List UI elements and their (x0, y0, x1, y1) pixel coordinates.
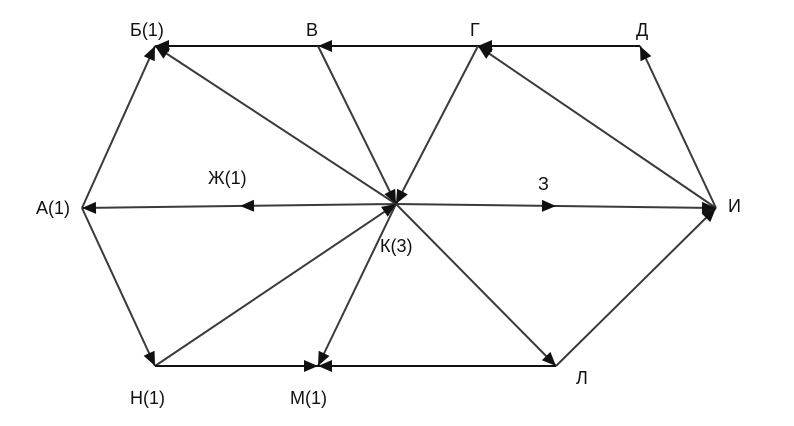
edge-k-m (317, 203, 397, 367)
arrowheads-layer (82, 40, 716, 372)
node-label-k: К(3) (380, 236, 412, 256)
edge-a-b (81, 45, 156, 209)
arrowhead-k-b (155, 46, 170, 59)
edge-v-k (317, 45, 397, 205)
edge-i-g (477, 45, 717, 209)
arrowhead-k-a (82, 201, 97, 214)
arrowhead-l-i (701, 208, 716, 223)
arrowhead-a-n (143, 350, 155, 366)
edge-n-k (154, 203, 397, 367)
edge-k-a (81, 203, 397, 209)
arrowhead-k-i (701, 201, 716, 214)
arrowhead-n-k (381, 204, 396, 217)
edge-i-d (639, 45, 717, 209)
edges-layer (81, 45, 717, 367)
node-label-v: В (306, 20, 318, 40)
arrowhead-i-d (640, 46, 652, 62)
arrowhead-i-g (478, 46, 493, 59)
edge-g-k (395, 45, 479, 205)
arrowhead-n-m (304, 360, 318, 372)
node-label-l: Л (576, 368, 588, 388)
node-label-g: Г (470, 20, 480, 40)
arrowhead-mid-k-i (541, 199, 556, 212)
edge-a-n (81, 207, 156, 367)
edge-l-i (555, 207, 717, 367)
node-label-b: Б(1) (130, 20, 164, 40)
edge-k-b (154, 45, 397, 205)
node-label-a: А(1) (36, 198, 70, 218)
arrowhead-l-m (318, 360, 332, 372)
labels-layer: Б(1) В Г Д Ж(1) З А(1) И К(3) Л Н(1) М(1… (36, 20, 741, 408)
arrowhead-g-k (396, 188, 408, 204)
node-label-m: М(1) (290, 388, 327, 408)
arrowhead-a-b (143, 46, 155, 62)
node-label-n: Н(1) (130, 388, 165, 408)
arrowhead-k-l (541, 351, 556, 366)
arrowhead-g-v (318, 40, 332, 52)
arrowhead-mid-k-a (240, 199, 255, 212)
node-label-z: З (538, 174, 549, 194)
arrowhead-v-k (384, 188, 396, 204)
node-label-zh: Ж(1) (208, 168, 247, 188)
node-label-d: Д (636, 20, 648, 40)
edge-k-l (395, 203, 557, 367)
arrowhead-k-m (318, 350, 330, 366)
node-label-i: И (728, 196, 741, 216)
